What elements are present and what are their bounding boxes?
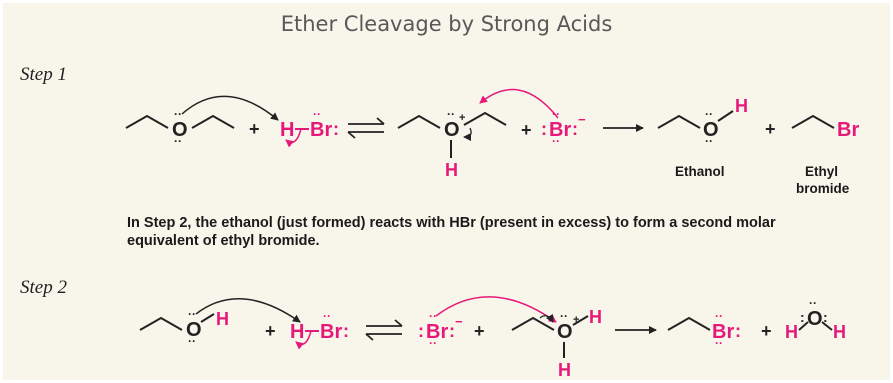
step-2-explanation: In Step 2, the ethanol (just formed) rea… [127, 214, 872, 250]
step2-bromide-ion: : Br ·· ·· : − [418, 309, 463, 350]
hydrogen-atom: H [785, 322, 798, 342]
lone-pair-dots: : [343, 321, 349, 341]
negative-charge: − [455, 314, 463, 329]
lone-pair-dots: ·· [560, 309, 568, 323]
step1-bromide-ion: : Br ·· ·· : − [541, 107, 586, 148]
hydrogen-atom: H [735, 96, 748, 116]
lone-pair-dots: ·· [323, 309, 331, 323]
lone-pair-dots: ·· [552, 107, 560, 121]
step2-hbr: H Br ·· : [290, 309, 349, 350]
lone-pair-dots: ·· [447, 107, 455, 121]
nucleophilic-attack-arrow [479, 88, 559, 119]
note-line-2: equivalent of ethyl bromide. [127, 233, 320, 249]
lone-pair-dots: ·· [552, 134, 560, 148]
lone-pair-dots: : [541, 119, 547, 139]
diagram-title: Ether Cleavage by Strong Acids [280, 12, 613, 36]
step1-diethyl-ether: O ·· ·· [125, 107, 235, 148]
lone-pair-dots: ·· [809, 296, 817, 310]
scheme-panel [3, 3, 890, 380]
lone-pair-dots: ·· [188, 334, 196, 348]
lone-pair-dots: : [449, 321, 455, 341]
lone-pair-dots: ·· [174, 134, 182, 148]
ethyl-label: Ethyl [805, 164, 838, 179]
lone-pair-dots: : [800, 309, 805, 325]
hydrogen-atom: H [280, 119, 294, 141]
plus-sign: + [474, 321, 485, 341]
plus-sign: + [761, 321, 772, 341]
plus-sign: + [521, 120, 532, 140]
ethyl-bromide-product: Br ·· ·· : [667, 309, 741, 350]
positive-charge: + [459, 112, 465, 124]
lone-pair-dots: ·· [313, 107, 321, 121]
bond-break-arrow [463, 127, 472, 141]
note-line-1: In Step 2, the ethanol (just formed) rea… [127, 215, 776, 231]
positive-charge: + [573, 314, 579, 326]
bromide-atom: Br [426, 321, 448, 343]
water-oxygen: O [807, 308, 823, 330]
step1-hbr: H Br ·· : [280, 107, 339, 148]
lone-pair-dots: ·· [705, 107, 713, 121]
step-1-label: Step 1 [20, 64, 67, 85]
ethyl-bromide-structure: Br [791, 114, 859, 141]
bond-break-arrow [295, 330, 312, 350]
ethanol-structure: O ·· ·· H [657, 96, 748, 148]
bromine-atom: Br [712, 321, 734, 343]
step2-oxonium-ion: O ·· + H H [511, 307, 602, 380]
bond-break-arrow [539, 313, 554, 323]
hydrogen-atom: H [833, 322, 846, 342]
plus-sign: + [249, 119, 260, 139]
step-2-label: Step 2 [20, 277, 67, 298]
water-molecule: H O ·· : : H [785, 296, 846, 342]
step2-ethanol: O ·· ·· H [139, 307, 229, 348]
oxonium-oxygen: O [444, 119, 460, 141]
step1-oxonium-ion: O ·· + H [397, 107, 507, 180]
ether-oxygen: O [172, 119, 188, 141]
hydrogen-atom: H [589, 307, 602, 327]
plus-sign: + [765, 119, 776, 139]
bromide-label: bromide [796, 181, 850, 196]
lone-pair-dots: : [823, 309, 828, 325]
equilibrium-arrows [347, 117, 385, 139]
plus-sign: + [265, 321, 276, 341]
lone-pair-dots: : [418, 321, 424, 341]
electron-push-arrow [195, 298, 301, 323]
lone-pair-dots: : [333, 119, 339, 139]
bromine-atom: Br [310, 119, 332, 141]
negative-charge: − [578, 112, 586, 127]
lone-pair-dots: ·· [188, 307, 196, 321]
hydrogen-atom: H [558, 360, 571, 380]
lone-pair-dots: ·· [715, 336, 723, 350]
bromide-atom: Br [549, 119, 571, 141]
lone-pair-dots: : [572, 119, 578, 139]
ethanol-label: Ethanol [675, 164, 725, 179]
lone-pair-dots: ·· [429, 336, 437, 350]
bromine-atom: Br [837, 119, 859, 141]
oxonium-oxygen: O [557, 321, 573, 343]
lone-pair-dots: ·· [429, 309, 437, 323]
nucleophilic-attack-arrow [435, 296, 557, 323]
hydrogen-atom: H [290, 321, 304, 343]
hydrogen-atom: H [445, 160, 458, 180]
lone-pair-dots: ·· [715, 309, 723, 323]
bromine-atom: Br [320, 321, 342, 343]
bond-break-arrow [285, 128, 302, 148]
ethanol-oxygen: O [703, 119, 719, 141]
lone-pair-dots: ·· [705, 134, 713, 148]
ethanol-oxygen: O [186, 319, 202, 341]
electron-push-arrow [181, 95, 279, 121]
hydrogen-atom: H [216, 309, 229, 329]
lone-pair-dots: ·· [174, 107, 182, 121]
lone-pair-dots: : [735, 321, 741, 341]
equilibrium-arrows [365, 319, 403, 341]
